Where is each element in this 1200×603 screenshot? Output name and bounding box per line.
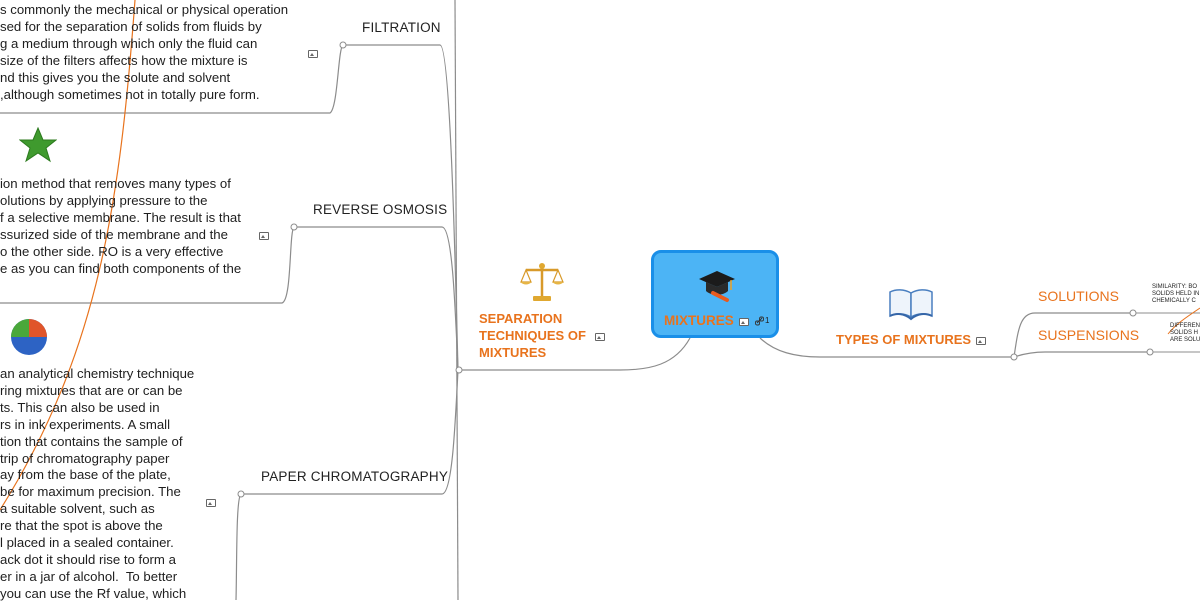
technique-reverse-osmosis[interactable]: REVERSE OSMOSIS — [313, 202, 448, 217]
link-pc — [241, 369, 459, 495]
link-icon[interactable] — [755, 316, 764, 326]
scales-icon — [520, 263, 564, 301]
image-icon[interactable] — [976, 337, 986, 345]
link-pc-note — [235, 493, 242, 600]
link-center-types — [759, 337, 1013, 358]
technique-paper-chromatography[interactable]: PAPER CHROMATOGRAPHY — [261, 469, 449, 484]
relationship-curve-right — [1167, 307, 1200, 335]
reverse-osmosis-description: ion method that removes many types of ol… — [0, 176, 242, 276]
star-icon — [19, 127, 57, 163]
link-count: 1 — [765, 316, 770, 325]
link-suspensions — [1013, 351, 1150, 358]
suspensions-note: DIFFEREN SOLIDS H ARE SOLU — [1170, 323, 1200, 343]
link-solutions — [1013, 312, 1133, 358]
relationship-curve-left — [0, 0, 136, 511]
image-icon[interactable] — [308, 50, 318, 58]
link-ro — [294, 226, 459, 371]
central-topic[interactable]: MIXTURES 1 — [651, 250, 779, 338]
link-ro-note — [0, 226, 295, 304]
types-title[interactable]: TYPES OF MIXTURES — [836, 332, 972, 347]
link-center-separation — [460, 337, 691, 371]
image-icon[interactable] — [739, 318, 749, 326]
central-label: MIXTURES — [664, 313, 734, 328]
book-icon — [889, 289, 933, 321]
technique-filtration[interactable]: FILTRATION — [362, 20, 441, 35]
filtration-description: s commonly the mechanical or physical op… — [0, 2, 289, 102]
image-icon[interactable] — [206, 499, 216, 507]
type-solutions[interactable]: SOLUTIONS — [1038, 288, 1119, 304]
pie-chart-icon — [11, 319, 47, 355]
solutions-note: SIMILARITY: BO SOLIDS HELD IN CHEMICALLY… — [1152, 284, 1200, 304]
image-icon[interactable] — [259, 232, 269, 240]
image-icon[interactable] — [595, 333, 605, 341]
type-suspensions[interactable]: SUSPENSIONS — [1038, 327, 1140, 343]
paper-chromatography-description: an analytical chemistry technique ring m… — [0, 366, 195, 601]
separation-title[interactable]: SEPARATION TECHNIQUES OF MIXTURES — [479, 311, 586, 360]
link-filtration — [343, 44, 459, 371]
graduation-cap-icon — [699, 271, 735, 302]
